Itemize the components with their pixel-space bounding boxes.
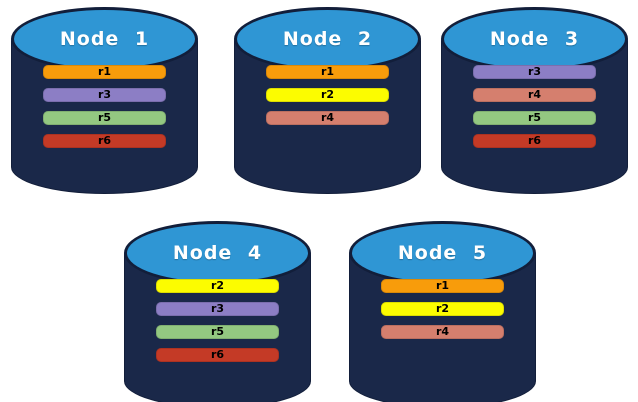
replica-bar-r5: r5 (43, 111, 166, 125)
replica-bar-r5: r5 (473, 111, 596, 125)
node-cylinder-3: Node 3 r3 r4 r5 r6 (441, 7, 628, 194)
cylinder-top-ellipse: Node 3 (441, 7, 628, 71)
replica-list: r1 r2 r4 (266, 65, 389, 125)
replica-bar-r1: r1 (43, 65, 166, 79)
replica-bar-r6: r6 (156, 348, 279, 362)
replica-list: r1 r2 r4 (381, 279, 504, 339)
replica-bar-r3: r3 (473, 65, 596, 79)
node-cylinder-2: Node 2 r1 r2 r4 (234, 7, 421, 194)
replica-bar-r4: r4 (473, 88, 596, 102)
replica-bar-r4: r4 (381, 325, 504, 339)
node-cylinder-4: Node 4 r2 r3 r5 r6 (124, 221, 311, 402)
node-label: Node 4 (172, 242, 263, 264)
replica-list: r3 r4 r5 r6 (473, 65, 596, 148)
replica-bar-r2: r2 (156, 279, 279, 293)
replica-bar-r2: r2 (381, 302, 504, 316)
replica-bar-r5: r5 (156, 325, 279, 339)
cylinder-top-ellipse: Node 2 (234, 7, 421, 71)
node-label: Node 5 (397, 242, 488, 264)
node-label: Node 3 (489, 28, 580, 50)
node-cylinder-1: Node 1 r1 r3 r5 r6 (11, 7, 198, 194)
node-label: Node 1 (59, 28, 150, 50)
replica-bar-r4: r4 (266, 111, 389, 125)
replica-bar-r1: r1 (381, 279, 504, 293)
replica-list: r2 r3 r5 r6 (156, 279, 279, 362)
replica-bar-r3: r3 (156, 302, 279, 316)
replica-bar-r1: r1 (266, 65, 389, 79)
cylinder-top-ellipse: Node 5 (349, 221, 536, 285)
replica-list: r1 r3 r5 r6 (43, 65, 166, 148)
replica-bar-r6: r6 (473, 134, 596, 148)
replica-bar-r2: r2 (266, 88, 389, 102)
replica-bar-r6: r6 (43, 134, 166, 148)
replica-bar-r3: r3 (43, 88, 166, 102)
node-label: Node 2 (282, 28, 373, 50)
node-cylinder-5: Node 5 r1 r2 r4 (349, 221, 536, 402)
cylinder-top-ellipse: Node 4 (124, 221, 311, 285)
cylinder-top-ellipse: Node 1 (11, 7, 198, 71)
